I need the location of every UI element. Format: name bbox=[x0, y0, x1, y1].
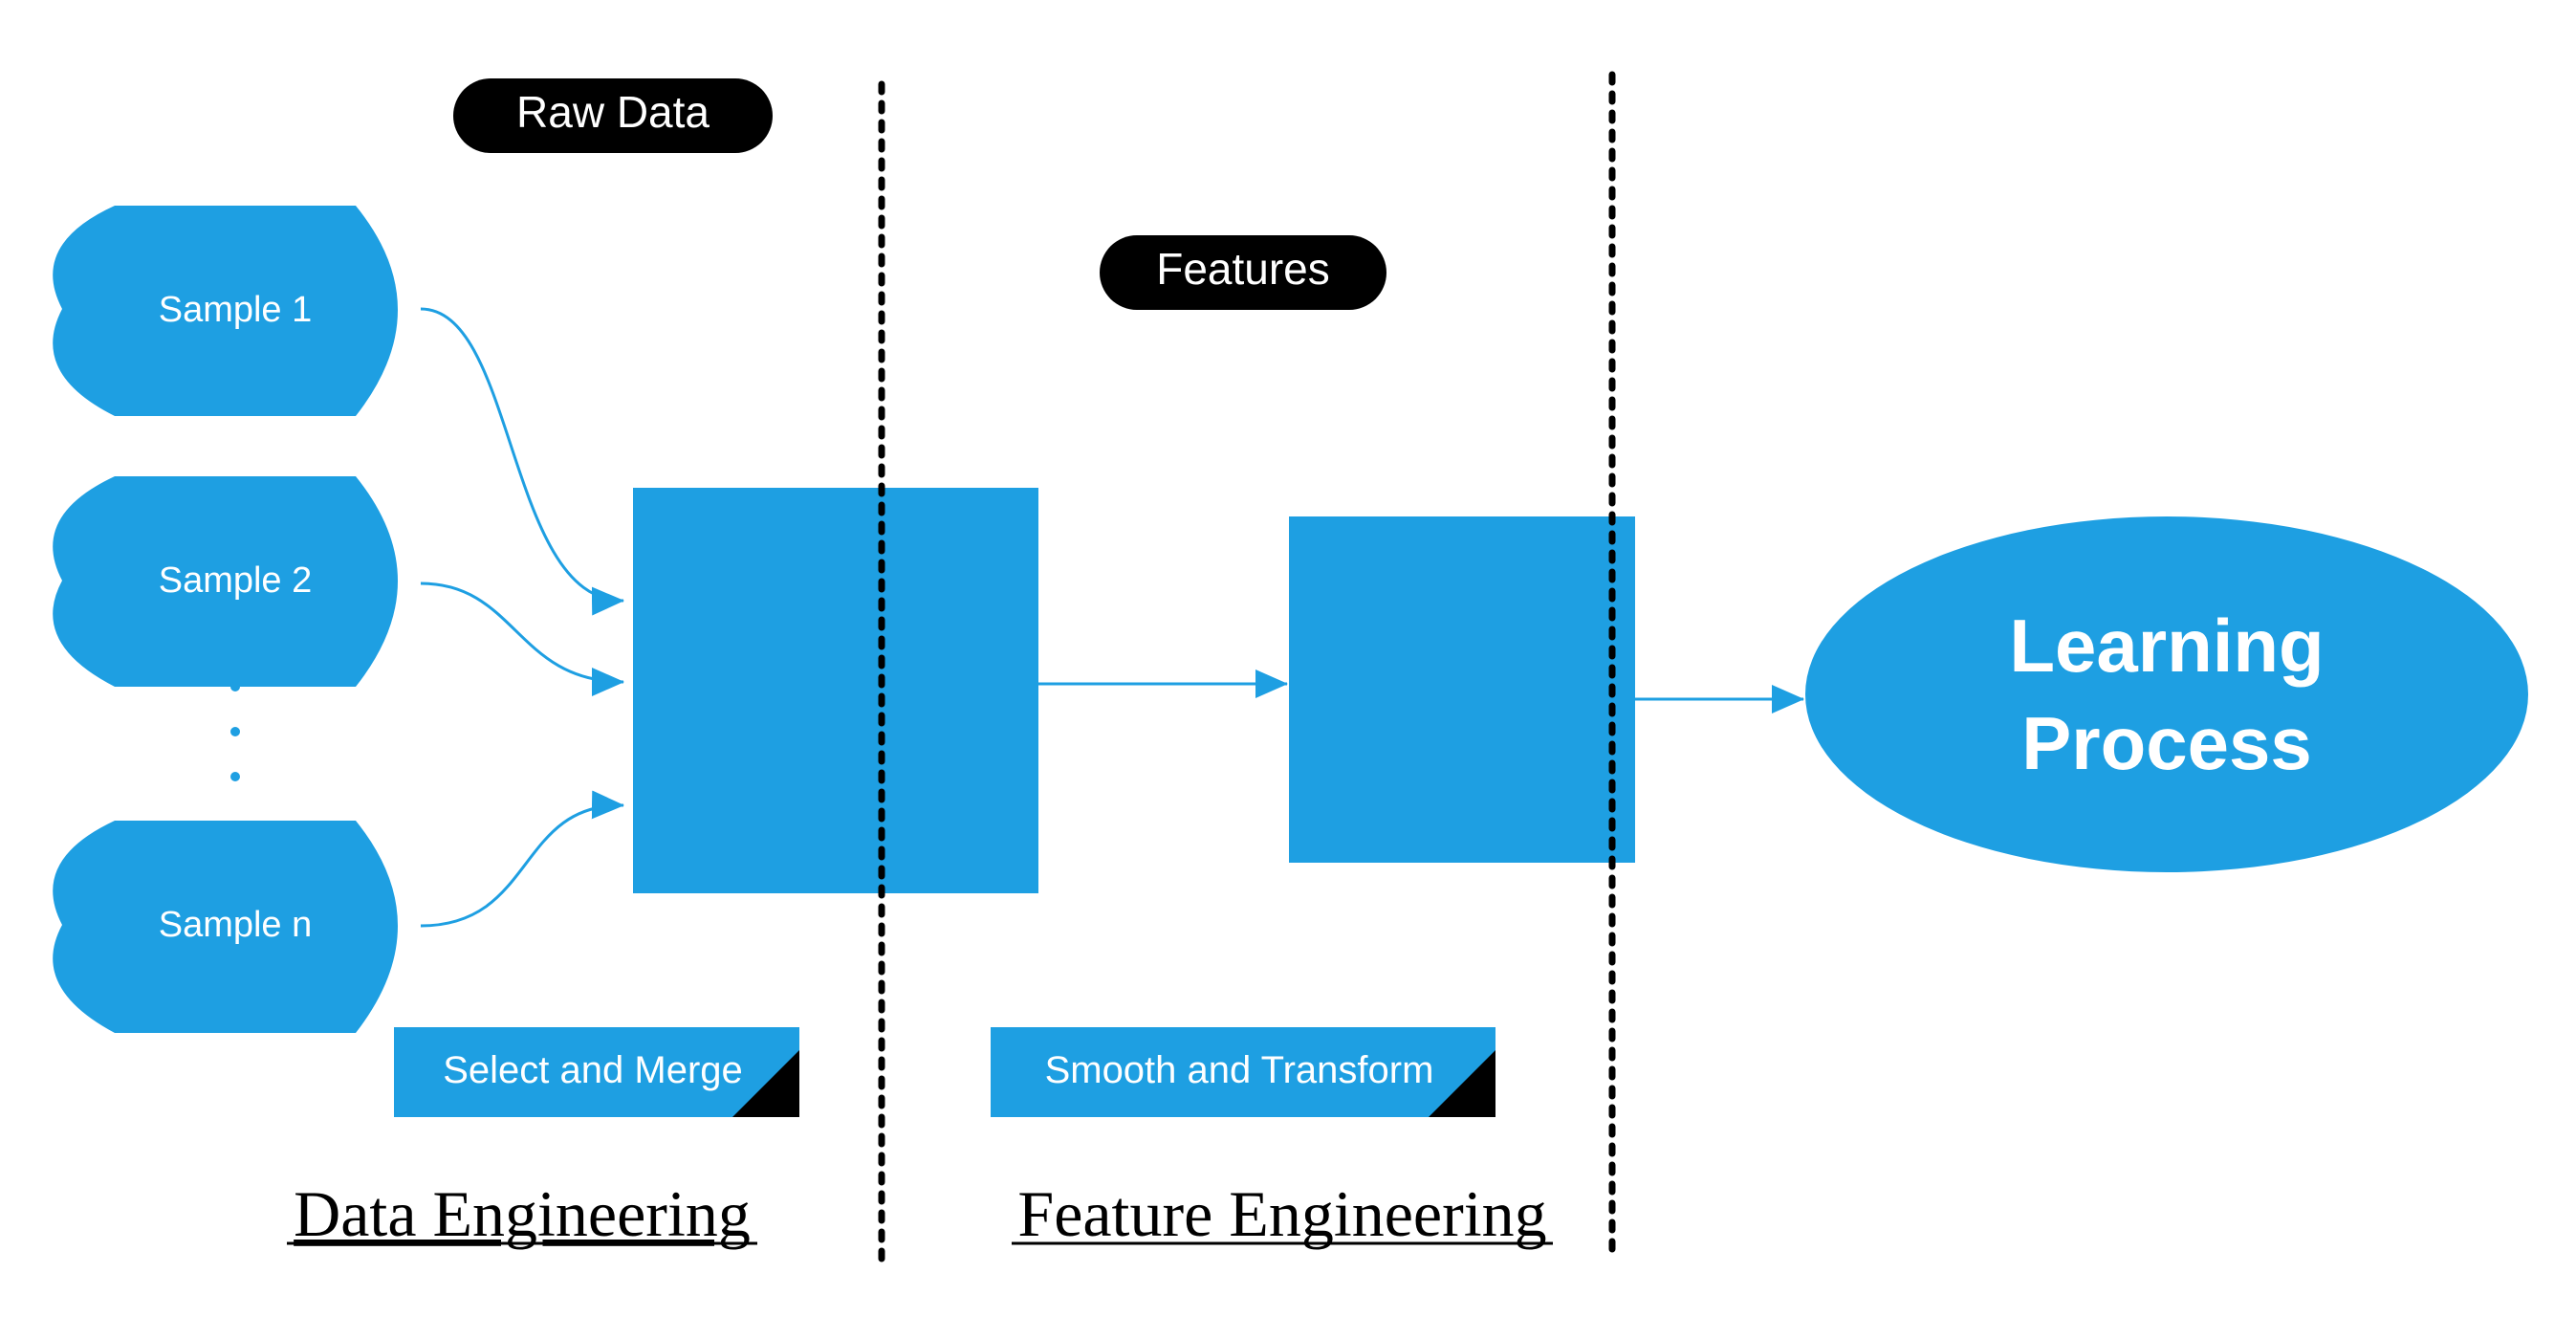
learning-line-1: Learning bbox=[2009, 604, 2324, 688]
features-square bbox=[1289, 516, 1635, 863]
data-engineering-title: Data Engineering bbox=[294, 1177, 751, 1250]
feature-engineering-title: Feature Engineering bbox=[1017, 1177, 1546, 1250]
sample-1-label: Sample 1 bbox=[159, 290, 313, 330]
ellipsis-dots bbox=[230, 682, 240, 781]
connector-sample-1 bbox=[420, 307, 624, 616]
sample-2-label: Sample 2 bbox=[159, 560, 313, 601]
connector-sample-n bbox=[420, 790, 624, 928]
features-pill: Features bbox=[1100, 235, 1386, 310]
smooth-transform-box: Smooth and Transform bbox=[991, 1027, 1495, 1117]
learning-process-node: Learning Process bbox=[1805, 516, 2528, 872]
sample-node-n: Sample n bbox=[53, 821, 398, 1033]
smooth-transform-label: Smooth and Transform bbox=[1045, 1049, 1434, 1091]
merge-square bbox=[633, 488, 1038, 893]
connector-sample-2 bbox=[420, 582, 624, 696]
select-merge-label: Select and Merge bbox=[443, 1049, 743, 1091]
sample-node-1: Sample 1 bbox=[53, 206, 398, 416]
sample-n-label: Sample n bbox=[159, 905, 313, 945]
raw-data-label: Raw Data bbox=[516, 87, 709, 137]
features-label: Features bbox=[1156, 244, 1330, 294]
sample-node-2: Sample 2 bbox=[53, 476, 398, 687]
raw-data-pill: Raw Data bbox=[453, 78, 773, 153]
select-merge-box: Select and Merge bbox=[394, 1027, 799, 1117]
learning-line-2: Process bbox=[2021, 701, 2312, 785]
